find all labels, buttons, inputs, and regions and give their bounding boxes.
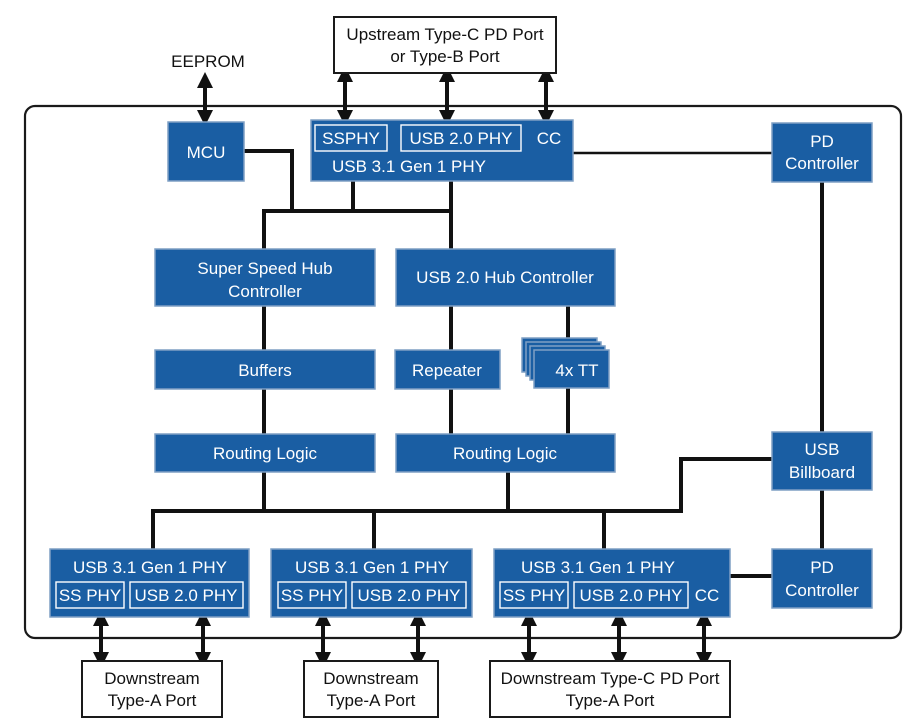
routing-logic-right: Routing Logic [395, 433, 616, 473]
eeprom-label: EEPROM [171, 52, 245, 71]
upstream-port: Upstream Type-C PD Port or Type-B Port [333, 16, 557, 74]
downstream-port-2-line1: Downstream [323, 669, 418, 688]
mcu-block: MCU [167, 121, 245, 182]
billboard-line2: Billboard [789, 463, 855, 482]
pd-controller-top: PD Controller [771, 122, 873, 183]
pd-controller-top-line1: PD [810, 132, 834, 151]
routing-logic-left: Routing Logic [154, 433, 376, 473]
pd-controller-bottom-line2: Controller [785, 581, 859, 600]
downstream-phy-2: USB 3.1 Gen 1 PHY SS PHY USB 2.0 PHY [270, 548, 473, 618]
upstream-cc-label: CC [537, 129, 562, 148]
billboard-line1: USB [805, 440, 840, 459]
upstream-usb2-phy-label: USB 2.0 PHY [410, 129, 513, 148]
super-speed-hub-controller: Super Speed Hub Controller [154, 248, 376, 307]
downstream-port-2: Downstream Type-A Port [303, 660, 439, 718]
usb2-hub-label: USB 2.0 Hub Controller [416, 268, 594, 287]
dphy1-ssphy-label: SS PHY [59, 586, 121, 605]
downstream-port-2-line2: Type-A Port [327, 691, 416, 710]
buffers-block: Buffers [154, 349, 376, 390]
upstream-port-line1: Upstream Type-C PD Port [346, 25, 543, 44]
repeater-label: Repeater [412, 361, 482, 380]
dphy2-title: USB 3.1 Gen 1 PHY [295, 558, 449, 577]
repeater-block: Repeater [394, 349, 501, 390]
mcu-label: MCU [187, 143, 226, 162]
dphy2-usb2-label: USB 2.0 PHY [358, 586, 461, 605]
hub-chip-outline [23, 104, 903, 640]
dphy3-ssphy-label: SS PHY [503, 586, 565, 605]
downstream-port-1-line1: Downstream [104, 669, 199, 688]
upstream-phy-title: USB 3.1 Gen 1 PHY [332, 157, 486, 176]
tt-stack: 4x TT [521, 337, 610, 389]
dphy3-cc-label: CC [695, 586, 720, 605]
downstream-port-3-line1: Downstream Type-C PD Port [501, 669, 720, 688]
dphy3-usb2-label: USB 2.0 PHY [580, 586, 683, 605]
upstream-phy-block: SSPHY USB 2.0 PHY CC USB 3.1 Gen 1 PHY [310, 119, 574, 182]
buffers-label: Buffers [238, 361, 292, 380]
routing-left-label: Routing Logic [213, 444, 317, 463]
connection-lines [151, 149, 824, 578]
downstream-port-1-line2: Type-A Port [108, 691, 197, 710]
routing-right-label: Routing Logic [453, 444, 557, 463]
downstream-port-3-line2: Type-A Port [566, 691, 655, 710]
downstream-phy-3: USB 3.1 Gen 1 PHY SS PHY USB 2.0 PHY CC [493, 548, 731, 618]
downstream-phy-1: USB 3.1 Gen 1 PHY SS PHY USB 2.0 PHY [49, 548, 250, 618]
downstream-port-3: Downstream Type-C PD Port Type-A Port [489, 660, 731, 718]
usb2-hub-controller: USB 2.0 Hub Controller [395, 248, 616, 307]
pd-controller-top-line2: Controller [785, 154, 859, 173]
dphy2-ssphy-label: SS PHY [281, 586, 343, 605]
pd-controller-bottom-line1: PD [810, 558, 834, 577]
dphy1-usb2-label: USB 2.0 PHY [135, 586, 238, 605]
ss-hub-line1: Super Speed Hub [197, 259, 332, 278]
upstream-port-line2: or Type-B Port [390, 47, 500, 66]
ss-hub-line2: Controller [228, 282, 302, 301]
pd-controller-bottom: PD Controller [771, 548, 873, 609]
upstream-ssphy-label: SSPHY [322, 129, 380, 148]
usb-billboard-block: USB Billboard [771, 431, 873, 491]
port-arrows [93, 66, 712, 668]
dphy1-title: USB 3.1 Gen 1 PHY [73, 558, 227, 577]
dphy3-title: USB 3.1 Gen 1 PHY [521, 558, 675, 577]
downstream-port-1: Downstream Type-A Port [81, 660, 223, 718]
tt-label: 4x TT [555, 361, 598, 380]
